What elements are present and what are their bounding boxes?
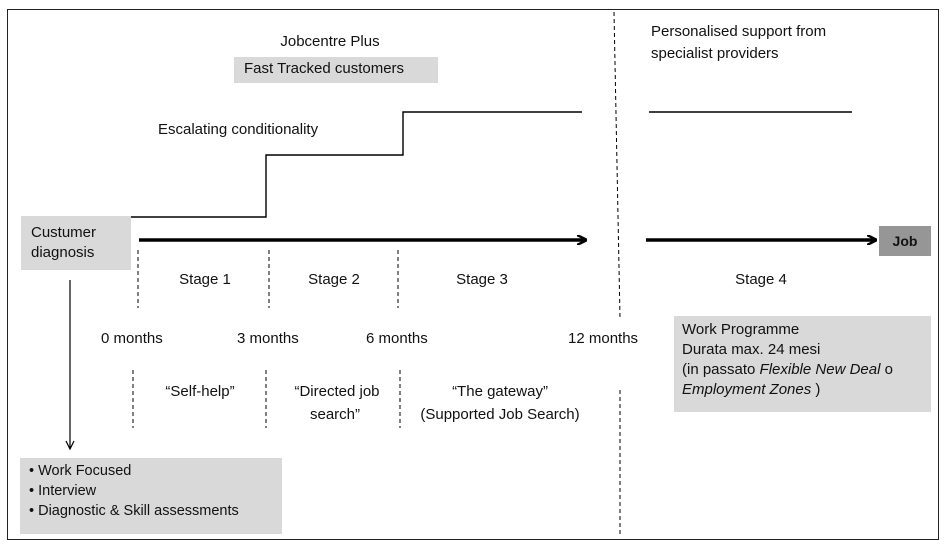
- stage-2-label: Stage 2: [308, 271, 360, 288]
- diagnosis-line-2: diagnosis: [31, 244, 95, 261]
- interview-list-item-3-text: Diagnostic & Skill assessments: [38, 503, 239, 519]
- diagnosis-line-1: Custumer: [31, 224, 97, 241]
- month-12-label: 12 months: [568, 330, 639, 347]
- stage-3-label: Stage 3: [456, 271, 508, 288]
- work-programme-box: Work Programme Durata max. 24 mesi (in p…: [674, 316, 931, 412]
- stage4-divider: [613, 11, 621, 319]
- work-programme-line-3: (in passato Flexible New Deal o: [682, 360, 931, 380]
- stage-1-label: Stage 1: [179, 271, 231, 288]
- interview-list-item-1-text: Work Focused: [38, 463, 132, 479]
- personalised-line-1: Personalised support from: [651, 23, 827, 40]
- work-programme-line-3-suffix: o: [880, 361, 893, 378]
- phase-gateway-line-2: (Supported Job Search): [420, 406, 580, 423]
- jobcentre-title: Jobcentre Plus: [280, 33, 380, 50]
- phase-self-help: “Self-help”: [165, 383, 235, 400]
- fast-tracked-label: Fast Tracked customers: [244, 60, 405, 77]
- fast-tracked-box: Fast Tracked customers: [234, 57, 438, 83]
- work-programme-line-1: Work Programme: [682, 321, 800, 338]
- month-0-label: 0 months: [101, 330, 163, 347]
- work-programme-line-3-prefix: (in passato: [682, 361, 760, 378]
- job-label: Job: [892, 233, 918, 249]
- interview-list-item-2: • Interview: [29, 483, 97, 499]
- flexible-new-deal-text: Flexible New Deal: [759, 361, 881, 378]
- work-programme-line-4: Employment Zones ): [682, 380, 931, 400]
- interview-list-item-2-text: Interview: [38, 483, 97, 499]
- escalating-label: Escalating conditionality: [158, 121, 319, 138]
- employment-zones-text: Employment Zones: [682, 381, 812, 398]
- month-6-label: 6 months: [366, 330, 428, 347]
- diagnosis-box: Custumer diagnosis: [21, 216, 131, 270]
- escalating-step-line: [131, 111, 582, 218]
- phase-gateway-line-1: “The gateway”: [452, 383, 548, 400]
- interview-list-item-1: • Work Focused: [29, 463, 132, 479]
- work-programme-line-2: Durata max. 24 mesi: [682, 341, 821, 358]
- interview-list-box: • Work Focused • Interview • Diagnostic …: [20, 458, 282, 534]
- month-3-label: 3 months: [237, 330, 299, 347]
- phase-directed-line-1: “Directed job: [294, 383, 380, 400]
- diagram-frame: [7, 9, 939, 540]
- personalised-line-2: specialist providers: [651, 45, 779, 62]
- stage-4-label: Stage 4: [735, 271, 787, 288]
- work-programme-line-4-suffix: ): [811, 381, 821, 398]
- phase-directed-line-2: search”: [310, 406, 361, 423]
- interview-list-item-3: • Diagnostic & Skill assessments: [29, 503, 239, 519]
- job-box: Job: [879, 226, 931, 256]
